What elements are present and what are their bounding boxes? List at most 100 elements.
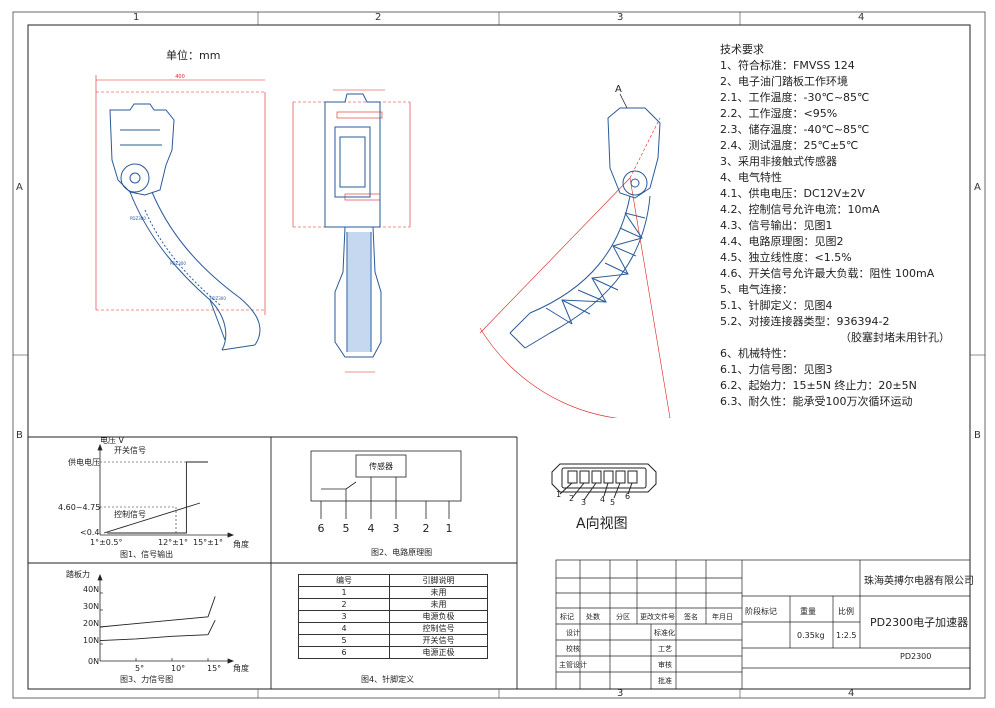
connector-pin-5: 5 <box>610 498 616 507</box>
fig2-pin-4: 4 <box>368 522 375 535</box>
fig1-switch-label: 开关信号 <box>114 445 146 455</box>
connector-pin-6: 6 <box>625 492 631 501</box>
zone-bottom-4: 4 <box>848 688 855 699</box>
tech-line: 5.1、针脚定义：见图4 <box>720 299 833 312</box>
sign-col-approve: 批准 <box>658 677 672 685</box>
tech-title: 技术要求 <box>720 43 764 56</box>
fig3-y-axis-label: 踏板力 <box>66 569 90 579</box>
tech-line: 6、机械特性： <box>720 347 793 360</box>
zone-left-a: A <box>16 182 23 193</box>
fig1-ytick-low: <0.4 <box>80 528 99 537</box>
tech-line: 4.4、电路原理图：见图2 <box>720 235 844 248</box>
rev-header: 标记 <box>560 613 574 621</box>
svg-text:400: 400 <box>175 74 185 80</box>
weight-label: 重量 <box>800 607 816 616</box>
fig1-xtick-1: 1°±0.5° <box>90 538 123 547</box>
zone-top-4: 4 <box>858 12 865 23</box>
fig3-caption: 图3、力信号图 <box>120 674 173 684</box>
tech-line: 2.4、测试温度：25℃±5℃ <box>720 139 859 152</box>
tech-line: 1、符合标准：FMVSS 124 <box>720 59 855 72</box>
fig4-caption: 图4、针脚定义 <box>361 675 415 684</box>
sign-row-design: 设计 <box>566 629 580 637</box>
tech-line: 2、电子油门踏板工作环境 <box>720 75 848 88</box>
tech-line: 4.1、供电电压：DC12V±2V <box>720 187 865 200</box>
pedal-iso-view: A <box>479 84 671 418</box>
sign-row-check: 校核 <box>566 645 580 653</box>
fig3-series-lower <box>99 619 216 642</box>
sign-col-review: 审核 <box>658 661 672 669</box>
tech-line: 3、采用非接触式传感器 <box>720 155 837 168</box>
fig1-caption: 图1、信号输出 <box>120 549 173 559</box>
view-arrow-label: A <box>615 84 622 95</box>
drawing-code: PD2300 <box>900 652 932 661</box>
sign-col-standard: 标准化 <box>654 629 675 637</box>
fig1-supply-label: 供电电压 <box>68 457 100 467</box>
tech-line: 4.3、信号输出：见图1 <box>720 219 833 232</box>
technical-requirements: 技术要求 1、符合标准：FMVSS 124 2、电子油门踏板工作环境 2.1、工… <box>720 42 950 410</box>
product-name: PD2300电子加速器 <box>870 616 969 629</box>
fig1-x-axis-label: 角度 <box>233 539 249 549</box>
fig3-xtick-15: 15° <box>207 664 221 673</box>
fig3-ytick-0: 0N <box>88 657 99 666</box>
svg-text:PDZ300: PDZ300 <box>170 261 186 266</box>
fig3-xtick-5: 5° <box>135 664 144 673</box>
fig3-x-axis-label: 角度 <box>233 663 249 673</box>
connector-pin-4: 4 <box>600 495 606 504</box>
tech-line: 6.3、耐久性：能承受100万次循环运动 <box>720 395 913 408</box>
fig1-control-line <box>103 502 201 534</box>
rev-header: 处数 <box>586 613 600 621</box>
svg-text:PDZ300: PDZ300 <box>210 296 226 301</box>
fig2-sensor-label: 传感器 <box>369 461 393 471</box>
fig2-pin-3: 3 <box>393 522 400 535</box>
unit-label: 单位：mm <box>166 49 221 62</box>
fig2-pin-6: 6 <box>318 522 325 535</box>
pedal-side-view: 400 PDZ300 PDZ300 PDZ300 <box>95 74 266 351</box>
tech-line: 4.5、独立线性度：<1.5% <box>720 251 852 264</box>
fig2-pin-2: 2 <box>423 522 430 535</box>
fig1-xtick-3: 15°±1° <box>193 538 223 547</box>
fig2-caption: 图2、电路原理图 <box>371 547 432 557</box>
tech-line: 2.1、工作温度：-30℃~85℃ <box>720 91 870 104</box>
tech-line: 4、电气特性 <box>720 171 782 184</box>
fig3-ytick-30: 30N <box>83 602 99 611</box>
fig2-pin-5: 5 <box>343 522 350 535</box>
fig1-ytick-high: 4.60~4.75 <box>58 503 100 512</box>
tech-line: 5.2、对接连接器类型：936394-2 <box>720 315 890 328</box>
svg-text:PDZ300: PDZ300 <box>130 216 146 221</box>
fig3-ytick-20: 20N <box>83 619 99 628</box>
connector-pin-2: 2 <box>569 494 575 503</box>
rev-header: 年月日 <box>712 613 733 621</box>
scale-value: 1:2.5 <box>836 631 857 640</box>
zone-bottom-3: 3 <box>617 688 624 699</box>
tech-line: （胶塞封堵未用针孔） <box>840 331 950 344</box>
zone-top-3: 3 <box>617 12 624 23</box>
connector-pin-1: 1 <box>556 490 562 499</box>
fig3-ytick-40: 40N <box>83 585 99 594</box>
tech-line: 6.2、起始力：15±5N 终止力：20±5N <box>720 379 917 392</box>
fig1-control-label: 控制信号 <box>114 509 146 519</box>
connector-view <box>551 463 657 501</box>
zone-left-b: B <box>16 430 23 441</box>
fig1-switch-line <box>107 461 208 534</box>
tech-line: 4.6、开关信号允许最大负载：阻性 100mA <box>720 267 935 280</box>
fig3-force-chart: 踏板力 40N 30N 20N 10N 0N 5° 10° 15° 角度 图3、… <box>66 569 249 684</box>
view-label: A向视图 <box>576 516 628 532</box>
tech-line: 2.2、工作湿度：<95% <box>720 107 838 120</box>
zone-right-a: A <box>974 182 981 193</box>
scale-label: 比例 <box>838 607 854 616</box>
tech-line: 5、电气连接： <box>720 283 793 296</box>
fig3-xtick-10: 10° <box>171 664 185 673</box>
fig2-pin-1: 1 <box>446 522 453 535</box>
weight-value: 0.35kg <box>797 631 825 640</box>
pedal-front-view <box>292 89 411 373</box>
zone-top-2: 2 <box>375 12 382 23</box>
fig1-signal-chart: 电压 V 开关信号 供电电压 4.60~4.75 控制信号 <0.4 1°±0.… <box>58 437 249 559</box>
rev-header: 更改文件号 <box>640 613 675 621</box>
fig3-series-upper <box>99 596 216 628</box>
tech-line: 4.2、控制信号允许电流：10mA <box>720 203 880 216</box>
